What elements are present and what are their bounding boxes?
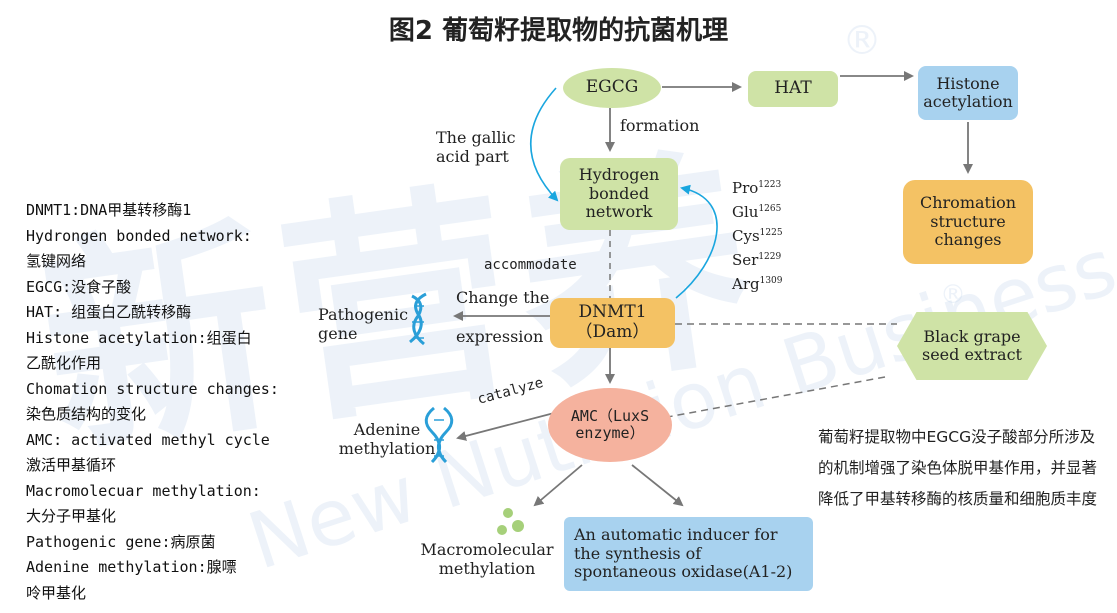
pathogenic-gene-label: Pathogenic gene: [318, 305, 409, 344]
residue-item: Ser1229: [732, 251, 782, 269]
accommodate-label: accommodate: [484, 257, 577, 273]
residue-list: Pro1223 Glu1265 Cys1225 Ser1229 Arg1309: [732, 175, 783, 295]
legend-line: 激活甲基循环: [26, 456, 117, 474]
automatic-inducer-node: An automatic inducer for the synthesis o…: [564, 517, 813, 591]
legend-line: 乙酰化作用: [26, 354, 102, 372]
pathogenic-dna-icon: [409, 292, 427, 346]
legend-line: DNMT1:DNA甲基转移酶1: [26, 201, 192, 219]
page-title: 图2 葡萄籽提取物的抗菌机理: [388, 16, 729, 46]
residue-item: Glu1265: [732, 203, 782, 221]
histone-acetylation-node: Histone acetylation: [918, 66, 1018, 120]
legend-line: Chomation structure changes:: [26, 379, 279, 398]
dashed-black-grape-amc: [661, 376, 886, 419]
residue-item: Pro1223: [732, 179, 782, 197]
legend-line: EGCG:没食子酸: [26, 277, 132, 296]
egcg-node: EGCG: [563, 68, 661, 108]
amc-node: AMC（LuxS enzyme）: [548, 388, 672, 462]
hydrogen-bonded-network-node: Hydrogen bonded network: [560, 158, 678, 230]
chromation-structure-node: Chromation structure changes: [903, 180, 1033, 264]
curved-arrow-gallic-hbond: [529, 87, 559, 202]
legend-line: Adenine methylation:腺嘌: [26, 558, 237, 576]
hat-node: HAT: [748, 71, 838, 107]
legend-line: 氢键网络: [26, 252, 87, 270]
arrow-amc-adenine: [456, 411, 559, 441]
arrow-amc-macromolecular: [533, 464, 583, 507]
residue-item: Arg1309: [732, 275, 783, 293]
formation-label: formation: [620, 116, 700, 135]
legend-line: 大分子甲基化: [26, 507, 117, 525]
legend-line: 染色质结构的变化: [26, 405, 147, 423]
adenine-methylation-label: Adenine methylation: [338, 420, 436, 459]
adenine-dna-icon: [424, 406, 454, 464]
amc-label: AMC（LuxS: [570, 406, 650, 425]
molecule-dots-icon: [497, 508, 524, 535]
arrow-amc-inducer: [631, 464, 684, 507]
mechanism-note: 葡萄籽提取物中EGCG没子酸部分所涉及的机制增强了染色体脱甲基作用，并显著降低了…: [818, 428, 1098, 508]
legend-line: Histone acetylation:组蛋白: [26, 328, 252, 347]
legend-line: HAT: 组蛋白乙酰转移酶: [26, 303, 192, 321]
dnmt1-label: DNMT1: [578, 302, 647, 323]
legend-line: AMC: activated methyl cycle: [26, 430, 270, 449]
gallic-acid-label: The gallic acid part: [436, 128, 516, 167]
amc-enzyme-label: enzyme）: [575, 424, 645, 442]
legend-line: 呤甲基化: [26, 583, 87, 602]
legend-line: Pathogenic gene:病原菌: [26, 532, 216, 551]
curved-arrow-dnmt1-hbond: [675, 184, 718, 299]
change-the-label: Change the: [456, 288, 550, 307]
residue-item: Cys1225: [732, 227, 783, 245]
black-grape-seed-extract-node: Black grape seed extract: [897, 312, 1047, 380]
expression-label: expression: [456, 327, 544, 346]
dnmt1-node: DNMT1 （Dam）: [550, 298, 675, 348]
legend-line: Hydrongen bonded network:: [26, 226, 252, 245]
abbreviation-legend: DNMT1:DNA甲基转移酶1 Hydrongen bonded network…: [26, 198, 326, 606]
macromolecular-methylation-label: Macromolecular methylation: [420, 540, 554, 579]
legend-line: Macromolecuar methylation:: [26, 481, 261, 500]
dnmt1-dam-label: （Dam）: [575, 322, 650, 342]
